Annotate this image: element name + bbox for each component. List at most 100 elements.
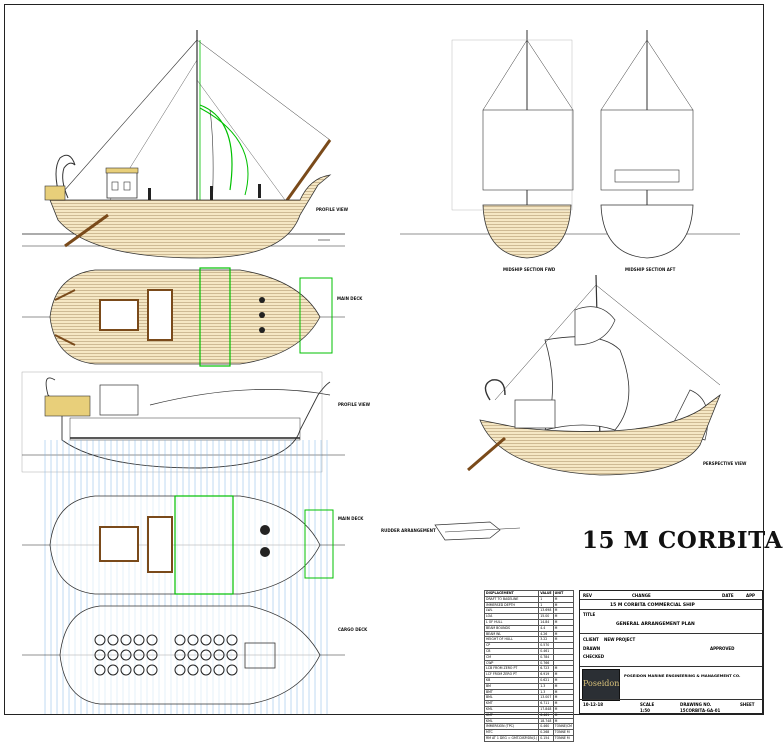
- spec-cell: 0.621: [538, 676, 554, 684]
- label-main-deck-section: MAIN DECK: [338, 516, 364, 521]
- spec-cell: 0.460: [538, 723, 554, 731]
- spec-cell: 1.3: [538, 688, 554, 696]
- spec-cell: M: [552, 705, 575, 713]
- spec-cell: M: [552, 624, 575, 632]
- drawing-canvas: [21, 30, 740, 714]
- label-midship-fwd: MIDSHIP SECTION FWD: [503, 267, 556, 272]
- spec-cell: 1: [538, 595, 554, 603]
- title-row: TITLE GENERAL ARRANGEMENT PLAN: [580, 610, 762, 634]
- profile-view-top: [22, 30, 345, 259]
- spec-cell: [552, 653, 575, 661]
- spec-cell: M: [552, 711, 575, 719]
- spec-cell: 1.3: [538, 682, 554, 690]
- rudder-arrangement: [434, 521, 521, 541]
- spec-cell: 0.268: [538, 729, 554, 736]
- company-logo: Poseidon: [582, 669, 620, 701]
- spec-cell: M: [552, 601, 575, 609]
- spec-cell: RM AT 1 DEG = GMT.DISP.SIN(1): [483, 734, 540, 742]
- spec-cell: M: [552, 694, 575, 702]
- spec-cell: 0.461: [538, 647, 554, 655]
- spec-cell: TONNE M: [552, 729, 575, 736]
- spec-cell: 17.848: [538, 705, 554, 713]
- spec-cell: M: [552, 613, 575, 620]
- spec-cell: M: [552, 607, 575, 615]
- spec-cell: M: [552, 717, 575, 725]
- scale-label: SCALE: [640, 702, 655, 707]
- drawing-no-value: 15CORBITA-GA-01: [680, 708, 721, 713]
- drawn-label: DRAWN: [583, 646, 601, 651]
- spec-cell: 0.766: [538, 659, 554, 667]
- spec-cell: M: [552, 688, 575, 696]
- spec-cell: M: [552, 595, 575, 603]
- drawing-no-label: DRAWING NO.: [680, 702, 712, 707]
- perspective-view: [467, 274, 721, 476]
- spec-cell: 13.698: [538, 607, 554, 615]
- spec-cell: 4.26: [538, 630, 554, 638]
- spec-cell: 6.919: [538, 671, 554, 678]
- checked-label: CHECKED: [583, 654, 605, 659]
- spec-cell: M: [552, 665, 575, 673]
- spec-cell: 0.784: [538, 653, 554, 661]
- drawing-info-row: 10-12-18 SCALE 1:50 DRAWING NO. 15CORBIT…: [580, 699, 762, 714]
- spec-cell: M: [552, 636, 575, 644]
- spec-cell: 4.4: [538, 624, 554, 632]
- label-profile-view-top: PROFILE VIEW: [316, 207, 349, 212]
- client-label: CLIENT: [583, 637, 599, 642]
- spec-cell: 13.007: [538, 694, 554, 702]
- spec-cell: M: [552, 676, 575, 684]
- spec-cell: [552, 642, 575, 649]
- spec-cell: 6.723: [538, 665, 554, 673]
- label-cargo-deck: CARGO DECK: [338, 627, 368, 632]
- label-rudder-arrangement: RUDDER ARRANGEMENT: [381, 528, 436, 533]
- cargo-deck: [22, 605, 345, 705]
- spec-cell: TONNE M: [552, 734, 575, 742]
- spec-cell: 0.570: [538, 642, 554, 649]
- date-label: DATE: [722, 593, 734, 598]
- label-perspective-view: PERSPECTIVE VIEW: [703, 461, 747, 466]
- spec-cell: [552, 659, 575, 667]
- company-name: POSEIDON MARINE ENGINEERING & MANAGEMENT…: [624, 673, 741, 678]
- title-block: REV CHANGE DATE APP 15 M CORBITA COMMERC…: [579, 590, 763, 714]
- spec-cell: 6.711: [538, 700, 554, 707]
- client-row: CLIENT NEW PROJECT DRAWN CHECKED APPROVE…: [580, 634, 762, 667]
- approved-label: APPROVED: [710, 646, 735, 651]
- spec-cell: 1: [538, 601, 554, 609]
- rev-label: REV: [583, 593, 592, 598]
- scale-value: 1:50: [640, 708, 650, 713]
- spec-cell: 3.22: [538, 636, 554, 644]
- project-row: 15 M CORBITA COMMERCIAL SHIP: [580, 600, 762, 610]
- app-label: APP: [746, 593, 755, 598]
- title-value: GENERAL ARRANGEMENT PLAN: [616, 622, 695, 627]
- logo-text: Poseidon: [583, 679, 620, 688]
- project-name: 15 M CORBITA COMMERCIAL SHIP: [610, 603, 695, 608]
- main-deck-top: [22, 267, 345, 367]
- spec-cell: [552, 647, 575, 655]
- main-deck-section: [22, 495, 345, 595]
- spec-cell: M: [552, 700, 575, 707]
- spec-cell: M: [552, 630, 575, 638]
